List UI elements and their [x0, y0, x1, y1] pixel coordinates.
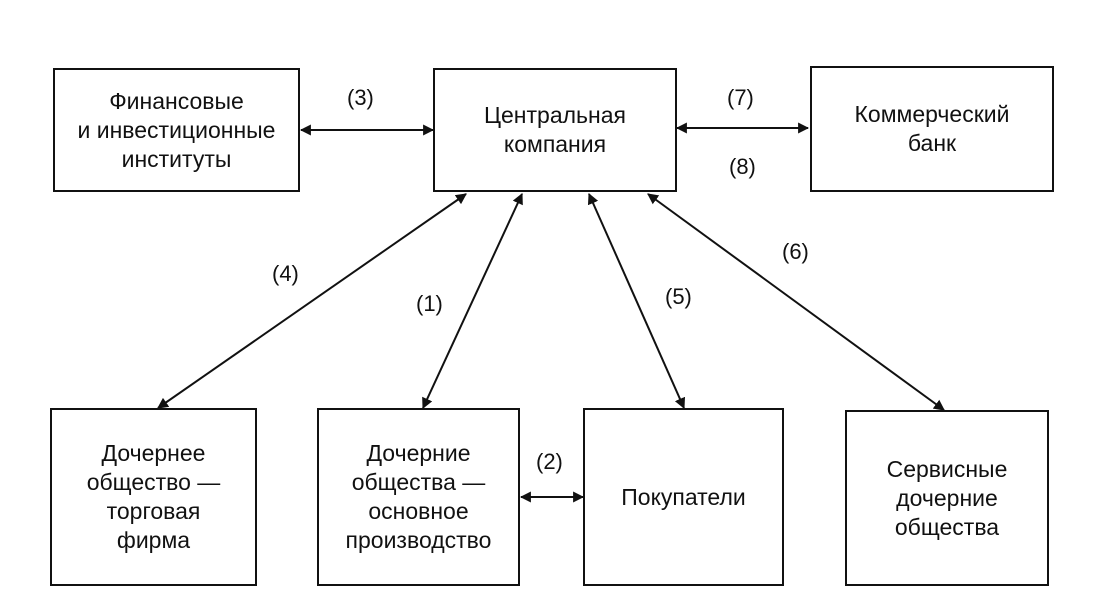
- edge-label-8: (8): [729, 154, 756, 179]
- edge-label-3: (3): [347, 85, 374, 110]
- node-commercial-bank: Коммерческий банк: [810, 66, 1054, 192]
- node-service-label: Сервисные дочерние общества: [886, 455, 1008, 540]
- node-buyers-label: Покупатели: [621, 483, 746, 510]
- edge-label-6: (6): [782, 239, 809, 264]
- edge-label-5: (5): [665, 284, 692, 309]
- node-production: Дочерние общества — основное производств…: [317, 408, 520, 586]
- node-central-company-label: Центральная компания: [484, 102, 626, 157]
- edge-label-4: (4): [272, 261, 299, 286]
- edge-6: [647, 193, 945, 411]
- node-finance-label: Финансовые и инвестиционные институты: [77, 87, 276, 172]
- node-buyers: Покупатели: [583, 408, 784, 586]
- node-production-label: Дочерние общества — основное производств…: [345, 440, 492, 553]
- node-trading-firm-label: Дочернее общество — торговая фирма: [86, 440, 221, 553]
- edge-4: [157, 193, 467, 409]
- node-central-company: Центральная компания: [433, 68, 677, 192]
- edge-label-2: (2): [536, 449, 563, 474]
- node-finance: Финансовые и инвестиционные институты: [53, 68, 300, 192]
- node-trading-firm: Дочернее общество — торговая фирма: [50, 408, 257, 586]
- node-service: Сервисные дочерние общества: [845, 410, 1049, 586]
- edge-label-7: (7): [727, 85, 754, 110]
- edge-label-1: (1): [416, 291, 443, 316]
- edge-1: [422, 193, 523, 409]
- node-commercial-bank-label: Коммерческий банк: [854, 101, 1010, 156]
